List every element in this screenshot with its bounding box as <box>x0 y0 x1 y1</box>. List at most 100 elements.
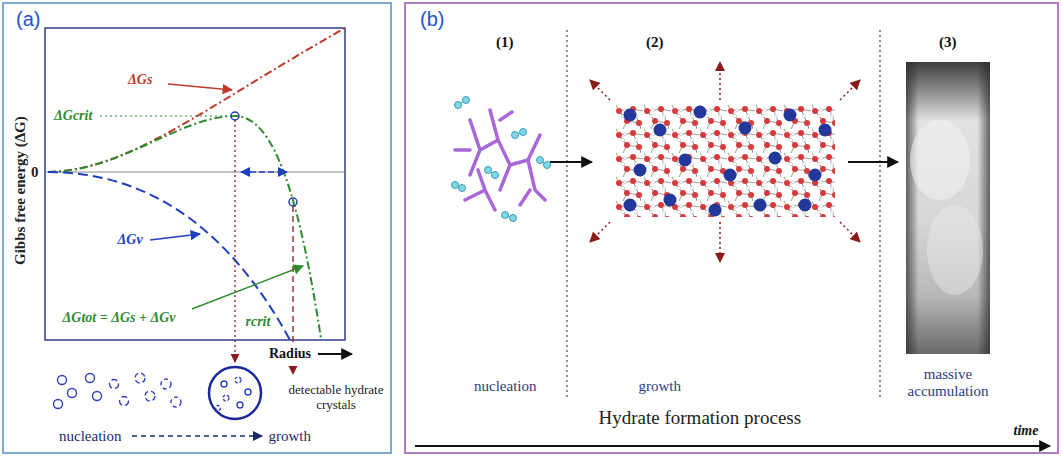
nuclei-sketch <box>209 367 261 419</box>
zero-line <box>45 171 345 172</box>
nuclei-sketch <box>221 381 227 387</box>
gas-molecules <box>492 172 499 179</box>
growth-arrows <box>840 80 860 100</box>
tick-label: 0 <box>31 164 39 181</box>
stage-arrow <box>132 435 262 437</box>
time-axis <box>415 445 1050 447</box>
gas-molecules <box>455 102 462 109</box>
gas-molecules <box>452 182 459 189</box>
tube-shade <box>906 62 990 354</box>
nuclei-sketch <box>235 377 241 383</box>
panel-tag: (b) <box>420 8 444 31</box>
nuclei-sketch <box>54 400 63 409</box>
nuclei-sketch <box>120 397 129 406</box>
surface-curve <box>48 28 345 172</box>
nuclei-sketch <box>110 380 119 389</box>
curve-label: ΔGv <box>118 232 143 248</box>
tube-photo <box>906 62 990 354</box>
gas-molecules <box>537 157 544 164</box>
guest-molecules <box>709 204 722 217</box>
stage-number: (1) <box>496 34 514 51</box>
nucleation-molecules <box>452 97 551 222</box>
stage-label: growth <box>639 378 682 395</box>
axis-title: Radius <box>267 346 313 362</box>
hydrate-photo <box>906 62 990 354</box>
guest-molecules <box>624 106 832 217</box>
radius-label: rcrit <box>246 314 271 330</box>
guest-molecules <box>819 124 832 137</box>
volume-curve <box>48 172 290 340</box>
stage-label: massive accumulation <box>898 366 998 401</box>
stage-number: (2) <box>646 34 664 51</box>
nuclei-sketch <box>145 391 155 401</box>
gas-molecules <box>510 215 517 222</box>
nuclei-sketch <box>86 374 95 383</box>
guest-molecules <box>634 164 647 177</box>
growth-arrows <box>840 222 860 242</box>
guest-molecules <box>739 122 752 135</box>
guest-molecules <box>799 199 812 212</box>
nuclei-sketch <box>216 406 221 411</box>
total-curve <box>48 116 322 340</box>
growth-arrows <box>590 80 610 100</box>
guest-molecules <box>724 169 737 182</box>
stage-arrow <box>848 161 898 163</box>
gas-molecules <box>463 97 470 104</box>
stage-label: growth <box>269 428 312 445</box>
growth-arrows <box>719 222 721 262</box>
axis-title: Gibbs free energy (ΔG) <box>11 116 28 265</box>
stage-divider <box>879 30 880 400</box>
curve-label: ΔGcrit <box>54 108 92 124</box>
pointer-arrow <box>192 266 303 309</box>
nuclei-sketch <box>237 402 243 408</box>
gas-molecules <box>459 185 466 192</box>
curves <box>48 28 345 340</box>
nuclei-sketch <box>93 392 102 401</box>
nuclei-sketch <box>223 395 229 401</box>
gas-molecules <box>502 212 509 219</box>
nuclei-sketch <box>58 376 67 385</box>
curve-label: ΔGs <box>128 72 152 88</box>
nuclei-sketch <box>68 389 77 398</box>
hydrate-mass <box>927 205 983 295</box>
nuclei-sketch <box>171 397 181 407</box>
gas-molecules <box>544 162 551 169</box>
nuclei-sketch <box>135 373 145 383</box>
plot-frame <box>45 28 345 340</box>
guest-molecules <box>769 152 782 165</box>
axis-arrow <box>318 353 352 355</box>
guest-molecules <box>624 109 637 122</box>
nuclei-sketch <box>161 379 171 389</box>
curve-label: ΔGtot = ΔGs + ΔGv <box>63 310 176 326</box>
growth-range-arrow <box>241 171 287 173</box>
critical-level <box>100 115 231 116</box>
water-lattice <box>615 105 835 217</box>
guest-molecules <box>809 169 822 182</box>
hydrate-mass <box>910 120 970 200</box>
stage-label: nucleation <box>59 428 121 445</box>
growth-arrows <box>590 62 860 262</box>
critical-radius-line <box>234 120 235 362</box>
growth-arrows <box>719 62 721 100</box>
detect-marker <box>289 198 297 206</box>
guest-molecules <box>694 106 707 119</box>
nuclei-sketch <box>54 367 262 419</box>
guest-molecules <box>624 199 637 212</box>
guest-molecules <box>754 199 767 212</box>
growth-arrows <box>590 222 610 242</box>
stage-divider <box>566 30 567 400</box>
pointer-arrow <box>150 234 200 240</box>
guest-molecules <box>654 124 667 137</box>
pointer-arrow <box>168 84 232 90</box>
gas-molecules <box>512 132 519 139</box>
peak-marker <box>231 112 239 120</box>
gas-molecules <box>452 97 551 222</box>
guest-molecules <box>784 109 797 122</box>
stage-arrow <box>550 161 592 163</box>
panel-tag: (a) <box>16 8 40 31</box>
stage-number: (3) <box>939 34 957 51</box>
water-cluster <box>455 110 545 210</box>
stage-label: nucleation <box>474 378 536 395</box>
gas-molecules <box>520 129 527 136</box>
